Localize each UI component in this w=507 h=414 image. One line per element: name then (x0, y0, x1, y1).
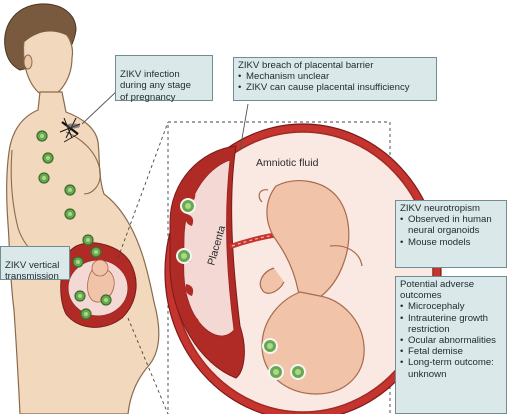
callout-vertical-transmission: ZIKV vertical transmission (0, 246, 70, 280)
virus-icon (73, 257, 83, 267)
virus-icon (65, 185, 75, 195)
virus-icon (81, 309, 91, 319)
virus-icon (177, 249, 191, 263)
callout-neurotropism: ZIKV neurotropism Observed in human neur… (395, 200, 507, 268)
virus-icon (91, 247, 101, 257)
callout-breach-title: ZIKV breach of placental barrier (238, 60, 432, 71)
virus-icon (101, 295, 111, 305)
virus-icon (39, 173, 49, 183)
callout-breach-item: Mechanism unclear (238, 71, 432, 82)
callout-adverse-outcomes: Potential adverse outcomes Microcephaly … (395, 276, 507, 414)
callout-neurotropism-title: ZIKV neurotropism (400, 203, 502, 214)
virus-icon (75, 291, 85, 301)
callout-infection-text: ZIKV infection during any stage of pregn… (120, 69, 191, 102)
callout-outcomes-item: Ocular abnormalities (400, 335, 502, 346)
virus-icon (43, 153, 53, 163)
callout-placental-breach: ZIKV breach of placental barrier Mechani… (233, 57, 437, 101)
callout-vertical-text: ZIKV vertical transmission (5, 260, 59, 282)
virus-icon (291, 365, 305, 379)
callout-outcomes-title: Potential adverse outcomes (400, 279, 502, 301)
virus-icon (263, 339, 277, 353)
virus-icon (37, 131, 47, 141)
callout-breach-item: ZIKV can cause placental insufficiency (238, 82, 432, 93)
ear (24, 55, 32, 69)
virus-icon (269, 365, 283, 379)
callout-outcomes-item: Fetal demise (400, 346, 502, 357)
callout-neurotropism-item: Mouse models (400, 237, 502, 248)
callout-infection: ZIKV infection during any stage of pregn… (115, 55, 213, 101)
callout-outcomes-item: Microcephaly (400, 301, 502, 312)
virus-icon (83, 235, 93, 245)
virus-icon (181, 199, 195, 213)
callout-outcomes-item: Long-term outcome: unknown (400, 357, 502, 379)
callout-neurotropism-item: Observed in human neural organoids (400, 214, 502, 236)
callout-outcomes-item: Intrauterine growth restriction (400, 313, 502, 335)
amniotic-fluid-label: Amniotic fluid (256, 157, 319, 169)
virus-icon (65, 209, 75, 219)
